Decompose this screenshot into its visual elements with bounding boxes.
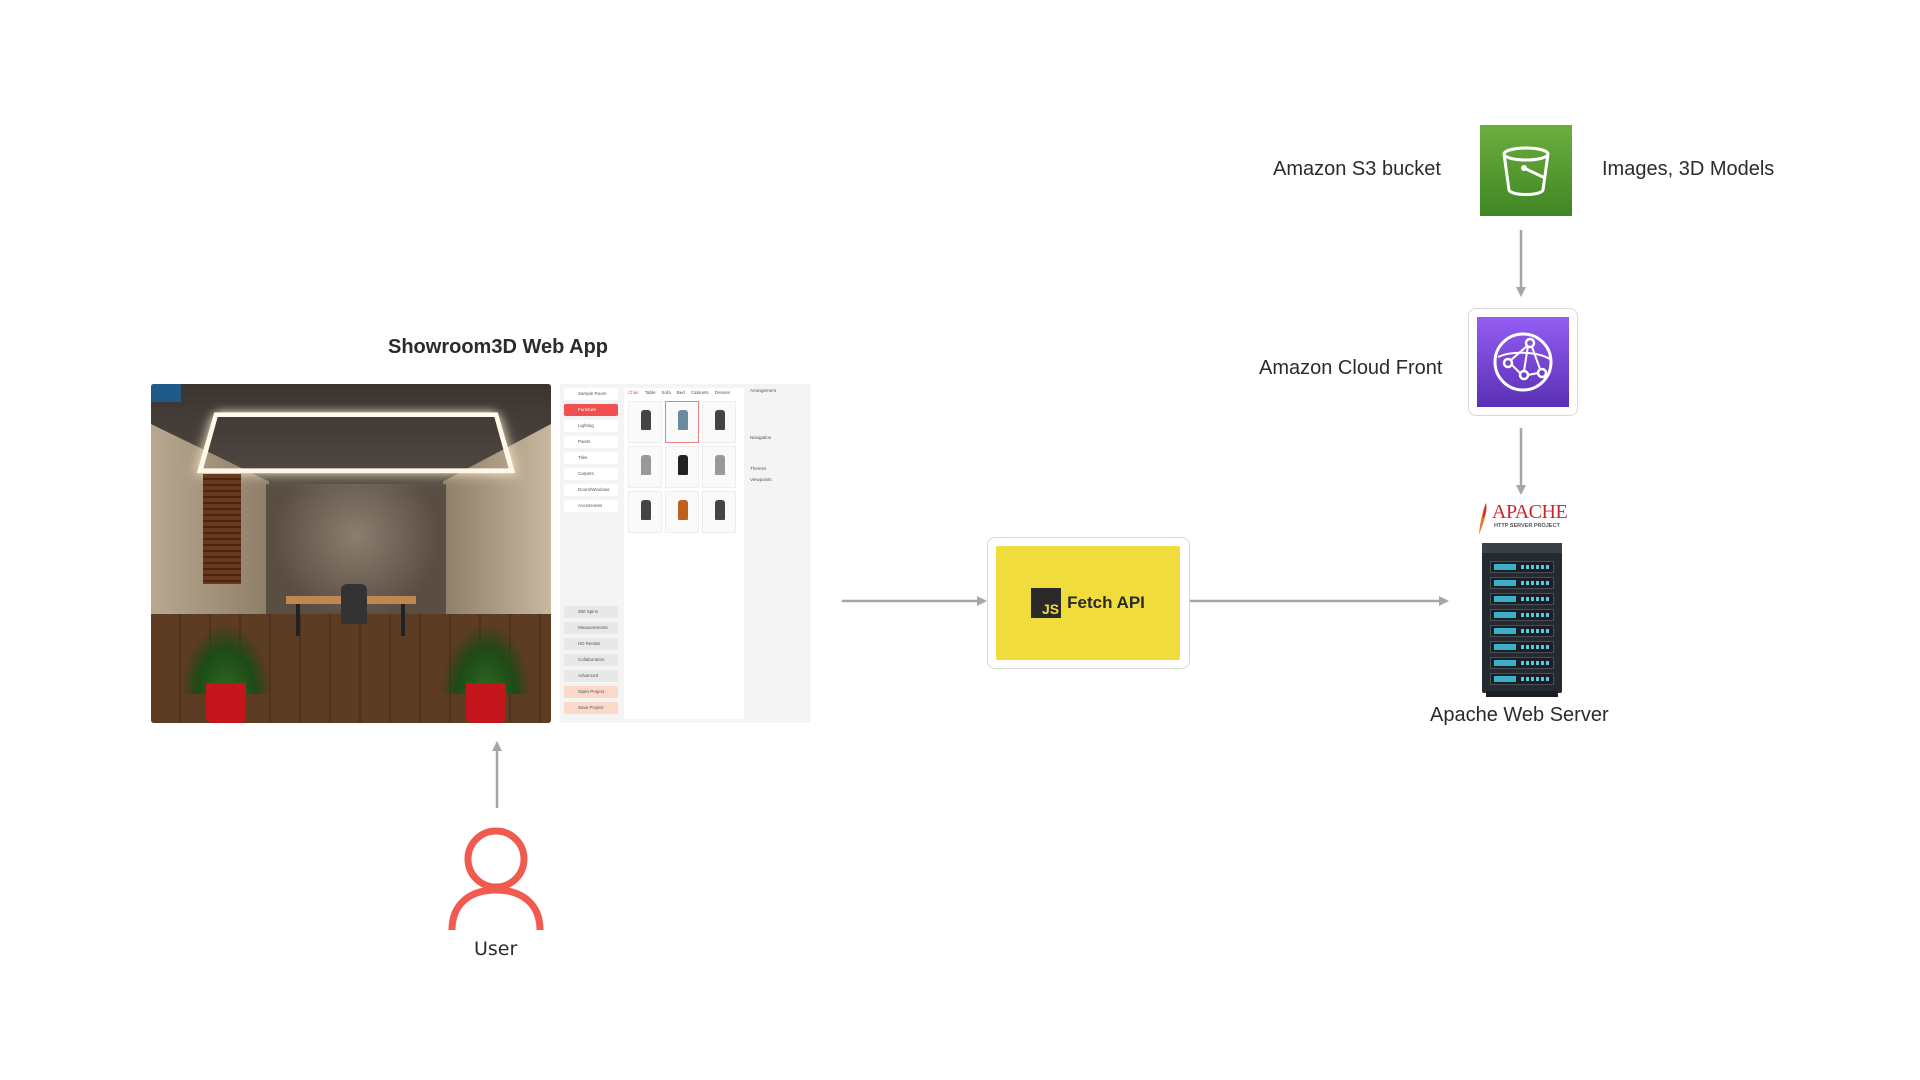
cloudfront-label: Amazon Cloud Front (1259, 357, 1443, 379)
app-ui-panel: Sample Room Furniture Lighting Paints Ti… (560, 384, 811, 723)
tab: Dresser (714, 390, 731, 395)
right-panel-item: Arrangement (750, 388, 777, 393)
s3-content-label: Images, 3D Models (1602, 158, 1775, 180)
fetch-api-label: Fetch API (1067, 593, 1145, 612)
sidebar-item: Carpets (564, 468, 618, 480)
tab: Sofa (661, 390, 671, 395)
fetch-api-node: JS Fetch API (987, 537, 1190, 669)
sidebar-item: Advanced (564, 670, 618, 682)
js-icon: JS (1031, 588, 1062, 618)
sidebar-item: Collaboration (564, 654, 618, 666)
tab: Table (644, 390, 656, 395)
sidebar-item: Open Project (564, 686, 618, 698)
user-label: User (474, 938, 518, 960)
server-rack-icon (1482, 543, 1562, 697)
chair-thumbnail (702, 446, 736, 488)
feather-icon (1479, 503, 1487, 535)
chair-thumbnail (628, 401, 662, 443)
tab: Cabinets (690, 390, 709, 395)
right-panel-item: Themes (750, 466, 767, 471)
right-panel-item: Navigation (750, 435, 772, 440)
tab: Bed (676, 390, 685, 395)
user-icon (448, 827, 544, 931)
sidebar-item: Sample Room (564, 388, 618, 400)
sidebar-item: Paints (564, 436, 618, 448)
apache-server-label: Apache Web Server (1430, 704, 1609, 726)
s3-bucket-icon (1480, 125, 1572, 216)
furniture-tabs: Chair Table Sofa Bed Cabinets Dresser (624, 388, 744, 397)
chair-thumbnail (702, 401, 736, 443)
furniture-grid: Chair Table Sofa Bed Cabinets Dresser (624, 388, 744, 719)
chair-thumbnail (665, 491, 699, 533)
sidebar-item: Measurements (564, 622, 618, 634)
app-sidebar: Sample Room Furniture Lighting Paints Ti… (564, 388, 618, 516)
chair-thumbnail (702, 491, 736, 533)
s3-label: Amazon S3 bucket (1273, 158, 1441, 180)
tab: Chair (628, 390, 639, 395)
sidebar-item: Lighting (564, 420, 618, 432)
chair-thumbnail (628, 446, 662, 488)
room-render-image (151, 384, 551, 723)
cloudfront-icon (1477, 317, 1569, 407)
chair-thumbnail (665, 401, 699, 443)
chair-thumbnail (628, 491, 662, 533)
app-right-panel: Arrangement Navigation Themes Viewpoints (750, 388, 808, 488)
fetch-api-logo: JS Fetch API (996, 546, 1180, 660)
cloudfront-node (1468, 308, 1578, 416)
sidebar-item: HD Render (564, 638, 618, 650)
sidebar-item: Save Project (564, 702, 618, 714)
app-sidebar-bottom: 360 Spins Measurements HD Render Collabo… (564, 606, 618, 718)
chair-thumbnail (665, 446, 699, 488)
sidebar-item: 360 Spins (564, 606, 618, 618)
app-title: Showroom3D Web App (388, 336, 608, 358)
right-panel-item: Viewpoints (750, 477, 772, 482)
apache-logo: APACHE HTTP SERVER PROJECT (1476, 501, 1576, 537)
web-app-screenshot: Sample Room Furniture Lighting Paints Ti… (151, 384, 811, 723)
sidebar-item: Tiles (564, 452, 618, 464)
sidebar-item: Accessories (564, 500, 618, 512)
sidebar-item-active: Furniture (564, 404, 618, 416)
sidebar-item: Doors/Windows (564, 484, 618, 496)
